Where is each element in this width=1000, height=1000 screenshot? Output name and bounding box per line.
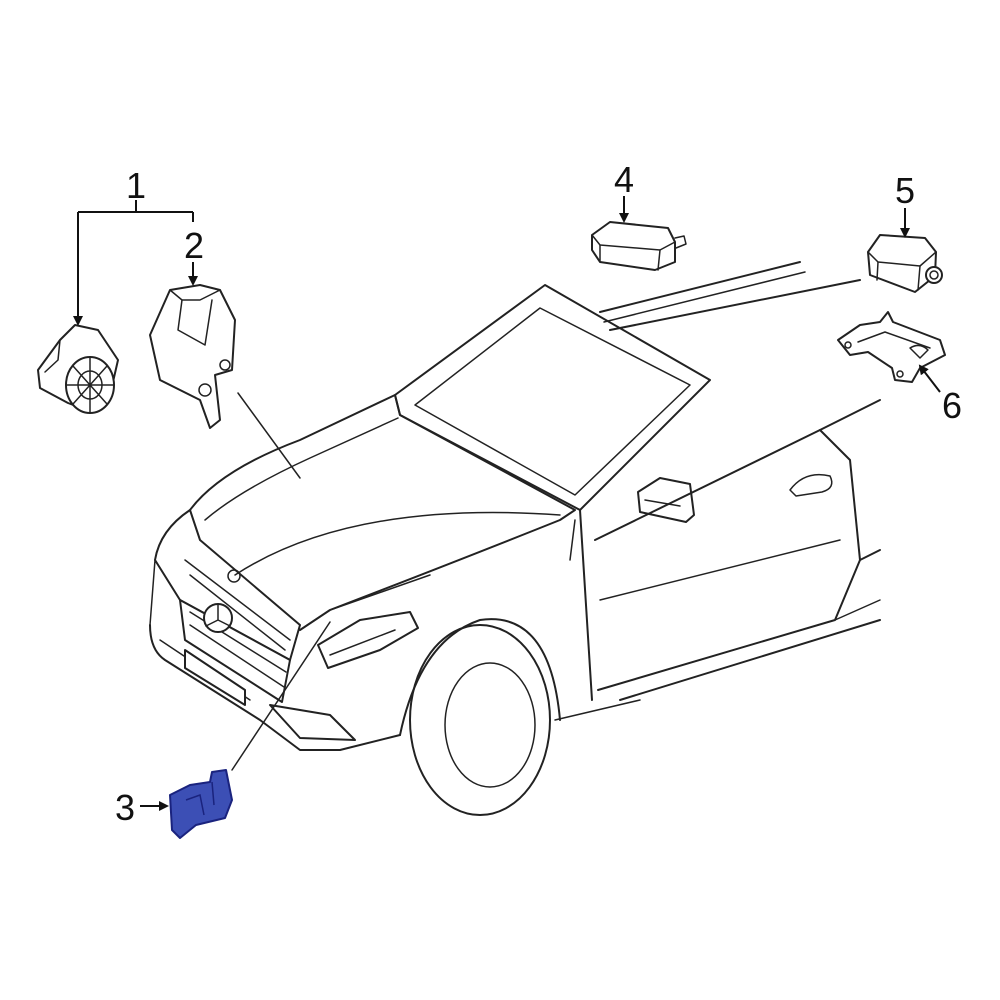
- callout-leaders: [73, 196, 941, 811]
- callout-6: 6: [942, 385, 962, 426]
- callout-2: 2: [184, 225, 204, 266]
- car-outline: [149, 261, 881, 816]
- part-4-module: [591, 221, 687, 271]
- callout-3: 3: [115, 787, 135, 828]
- part-5-module: [867, 234, 943, 293]
- callout-1: 1: [126, 165, 146, 206]
- part-2-bracket: [149, 284, 236, 429]
- callout-5: 5: [895, 170, 915, 211]
- part-3-sensor: [169, 769, 233, 839]
- part-1-speaker: [37, 324, 119, 414]
- part-6-bracket: [837, 311, 946, 383]
- callout-4: 4: [614, 159, 634, 200]
